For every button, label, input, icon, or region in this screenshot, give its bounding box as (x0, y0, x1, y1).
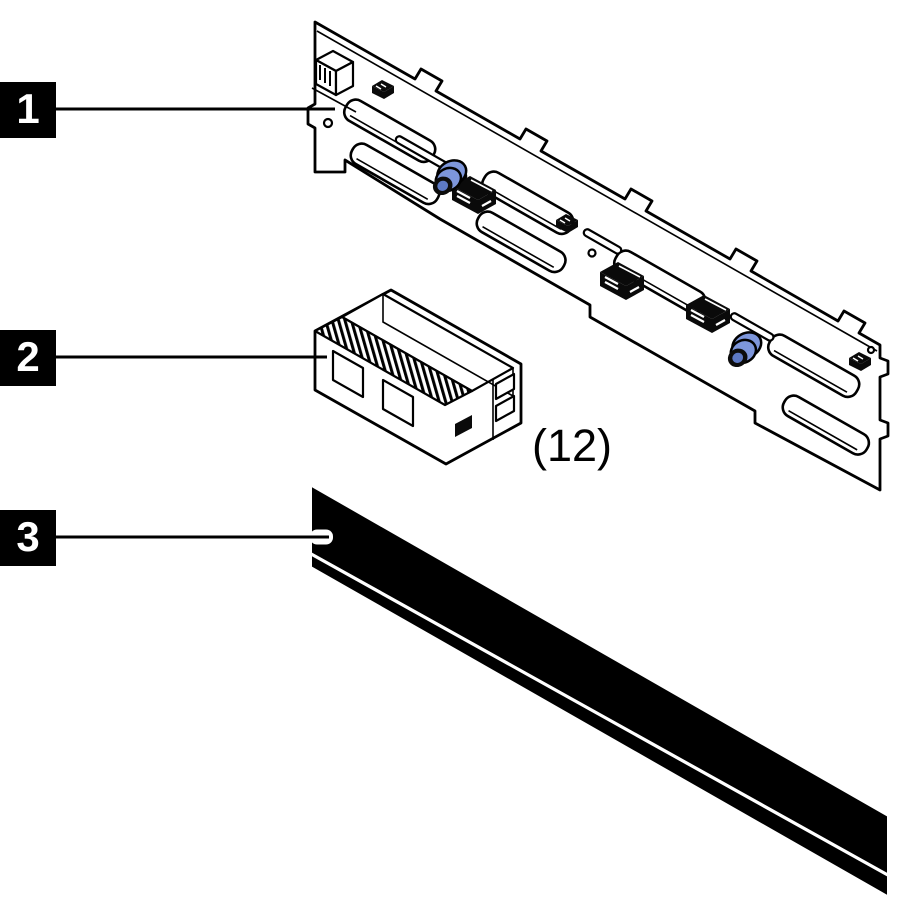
mounting-hole (322, 117, 334, 129)
mounting-hole (866, 345, 876, 355)
callout-1-badge: 1 (0, 82, 56, 138)
filler-latch-tab (494, 394, 516, 423)
backplane-drawing (306, 20, 890, 492)
drive-slot-cutout (349, 142, 441, 206)
drive-slot-cutout (781, 394, 871, 456)
rail-main-face (312, 487, 887, 873)
drive-filler-drawing (313, 288, 523, 466)
callout-2-number: 2 (16, 333, 40, 380)
callout-3-number: 3 (16, 513, 40, 560)
callout-3-badge: 3 (0, 510, 56, 566)
mounting-hole (587, 248, 597, 258)
filler-front-cutout (331, 349, 365, 399)
callout-2-badge: 2 (0, 330, 56, 386)
filler-latch-tab (494, 372, 516, 401)
rail-bottom-flange (312, 556, 887, 895)
backplane-board-outline (306, 20, 890, 492)
filler-latch-slot (455, 415, 472, 437)
callout-1-number: 1 (16, 85, 40, 132)
filler-front-cutout (381, 378, 415, 428)
thin-slot-cutout (582, 228, 623, 255)
chassis-rail-drawing (310, 487, 887, 895)
drive-slot-cutout (475, 210, 567, 274)
power-connector (311, 49, 357, 113)
filler-vent-grille (313, 315, 474, 407)
thin-slot-cutout (729, 312, 775, 342)
quantity-note: (12) (532, 420, 612, 471)
board-thickness-line (316, 30, 878, 352)
